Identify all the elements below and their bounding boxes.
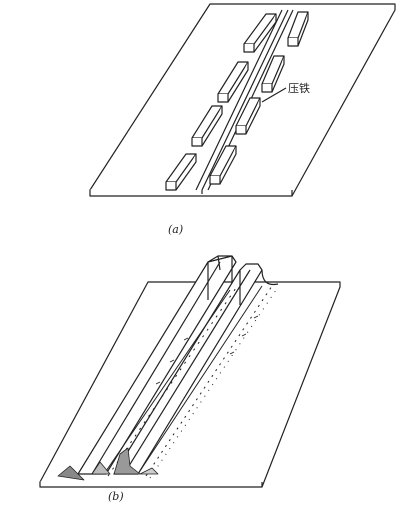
weld-foot-left-inner: [91, 461, 111, 475]
weld-bead-left: [103, 287, 237, 477]
weld-foot-right: [113, 447, 141, 475]
weld-ripples: [155, 315, 259, 385]
weld-bead-right: [137, 285, 277, 479]
figure-a-caption: (a): [168, 223, 183, 236]
clamp-row-left: [165, 13, 277, 191]
figure-b: [39, 255, 341, 488]
figure-b-caption: (b): [108, 490, 124, 503]
weld-foot-right-inner: [139, 467, 159, 475]
figure-a: [89, 3, 396, 197]
clamp-row-right: [209, 11, 309, 185]
clamp-label: 压铁: [288, 82, 310, 95]
weld-foot-left: [57, 465, 85, 481]
clamp-leader-line: [261, 87, 287, 103]
